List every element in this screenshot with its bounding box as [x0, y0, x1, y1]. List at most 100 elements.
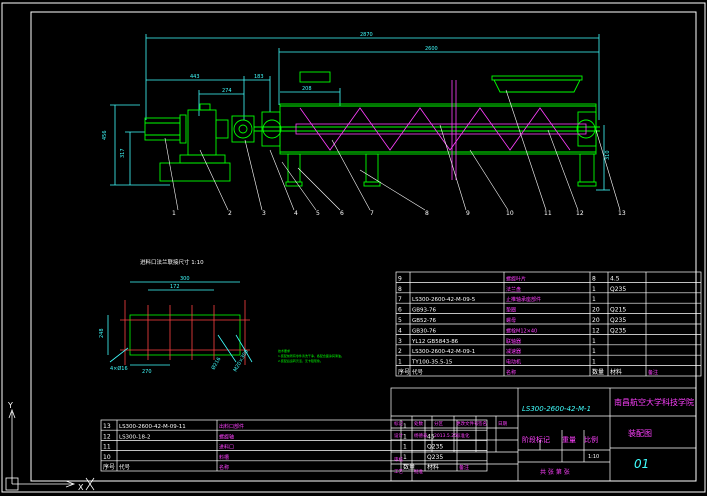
dim-456: 456	[102, 130, 108, 140]
bom-lower-qty-cell: 1	[403, 454, 407, 461]
svg-text:3: 3	[262, 210, 266, 217]
dim-183: 183	[254, 74, 264, 80]
scale-value: 1:10	[588, 454, 599, 460]
bom-upper-name-cell: 法兰盘	[506, 286, 521, 293]
svg-text:11: 11	[544, 210, 552, 217]
bom-upper-name-cell: 垫圈	[506, 307, 516, 314]
ucs-y-label: Y	[7, 401, 13, 410]
bom-upper-code-cell: GB52-76	[412, 318, 437, 324]
svg-text:签名: 签名	[478, 420, 487, 427]
svg-text:5: 5	[316, 210, 320, 217]
bom-lower-no-cell: 序号	[103, 463, 115, 471]
technical-notes: 技术要求 1.装配前所有零件清洗干净，各配合面涂润滑油。 2.装配后运转灵活，无…	[278, 348, 344, 363]
dimension-texts: 2870 2600 443 274 183 208 456 317 310	[102, 32, 611, 160]
ucs-icon	[5, 408, 95, 491]
bom-lower-code-cell: LS300-18-2	[119, 434, 151, 440]
svg-text:2.装配后运转灵活，无卡阻现象。: 2.装配后运转灵活，无卡阻现象。	[278, 358, 323, 363]
institution-name: 南昌航空大学科技学院	[614, 397, 694, 407]
svg-text:300: 300	[180, 276, 190, 282]
dim-overall: 2870	[360, 32, 373, 38]
bom-upper-mat-cell: 材料	[610, 368, 622, 376]
bom-upper-mat-cell: Q235	[610, 286, 626, 293]
svg-text:7: 7	[370, 210, 374, 217]
svg-text:设计: 设计	[394, 432, 403, 439]
svg-text:1: 1	[172, 210, 176, 217]
svg-text:标准化: 标准化	[456, 432, 470, 439]
svg-text:审核: 审核	[394, 456, 403, 463]
screw-conveyor-assembly	[144, 71, 600, 187]
flange-detail-title: 进料口法兰联接尺寸 1:10	[140, 258, 204, 266]
weight-label: 重量	[562, 436, 576, 444]
svg-text:批准: 批准	[414, 468, 423, 475]
bom-lower-mat-cell: 45	[427, 433, 435, 440]
svg-text:1.装配前所有零件清洗干净，各配合面涂润滑油。: 1.装配前所有零件清洗干净，各配合面涂润滑油。	[278, 353, 344, 358]
bom-upper-qty-cell: 12	[592, 327, 600, 334]
bom-lower-qty-cell: 1	[403, 444, 407, 451]
dim-208: 208	[302, 86, 312, 92]
bom-upper-no-cell: 2	[398, 348, 402, 355]
bom-lower-qty-cell: 数量	[403, 463, 415, 471]
screw-flights	[295, 80, 587, 180]
svg-text:杨德泰: 杨德泰	[414, 432, 428, 439]
bom-upper-no-cell: 3	[398, 338, 402, 345]
bom-upper-no-cell: 序号	[398, 368, 410, 376]
bom-lower-code-cell: LS300-2600-42-M-09-11	[119, 424, 186, 430]
flange-detail-view	[107, 281, 253, 366]
bom-upper-name-cell: 螺栓M12×40	[506, 327, 537, 334]
svg-text:4: 4	[294, 210, 298, 217]
title-block	[390, 387, 697, 482]
bom-upper-name-cell: 名称	[506, 369, 516, 376]
dim-317: 317	[120, 148, 126, 158]
bom-upper-name-cell: 联轴器	[506, 338, 521, 345]
balloon-numbers: 1 2 3 4 5 6 7 8 9 10 11 12 13	[172, 210, 626, 217]
bom-upper-qty-cell: 数量	[592, 368, 604, 376]
svg-text:2013.5.25: 2013.5.25	[434, 433, 457, 439]
dim-trough: 2600	[425, 46, 438, 52]
stage-label: 阶段标记	[522, 435, 550, 444]
svg-text:12: 12	[576, 210, 584, 217]
bom-lower-name-cell: 进料口	[219, 444, 234, 451]
svg-text:13: 13	[618, 210, 626, 217]
svg-text:分区: 分区	[434, 420, 443, 427]
svg-text:处数: 处数	[414, 420, 423, 427]
bom-upper-note-cell: 备注	[648, 369, 658, 376]
ucs-x-label: X	[78, 483, 84, 492]
bom-lower-mat-cell: Q235	[427, 444, 443, 451]
svg-text:技术要求: 技术要求	[278, 348, 290, 353]
bom-upper-no-cell: 6	[398, 307, 402, 314]
title-block-text: LS300-2600-42-M-1 南昌航空大学科技学院 装配图 01 阶段标记…	[394, 397, 694, 476]
bom-upper-no-cell: 4	[398, 327, 402, 334]
flange-dim-texts: 300 172 248 270 4×Ø16 Ø216 M20×300	[99, 276, 250, 375]
bom-upper-name-cell: 减速器	[506, 348, 521, 355]
bom-upper-qty-cell: 1	[592, 296, 596, 303]
bom-lower-mat-cell: 材料	[427, 463, 439, 471]
dim-274: 274	[222, 88, 232, 94]
bom-upper-qty-cell: 1	[592, 348, 596, 355]
svg-text:9: 9	[466, 210, 470, 217]
bom-upper-qty-cell: 1	[592, 286, 596, 293]
bom-lower-note-cell: 备注	[459, 464, 469, 471]
svg-text:4×Ø16: 4×Ø16	[110, 365, 128, 372]
bom-upper-mat-cell: 4.5	[610, 275, 620, 282]
bom-upper-no-cell: 1	[398, 359, 402, 366]
dim-443: 443	[190, 74, 200, 80]
bom-lower-code-cell: 代号	[119, 463, 131, 471]
bom-upper-code-cell: LS300-2600-42-M-09-5	[412, 297, 476, 303]
svg-text:10: 10	[506, 210, 514, 217]
svg-text:更改文件号: 更改文件号	[456, 420, 479, 427]
svg-text:172: 172	[170, 284, 180, 290]
bom-upper-qty-cell: 20	[592, 317, 600, 324]
svg-text:270: 270	[142, 369, 152, 375]
sheet-info: 共 张 第 张	[540, 468, 570, 476]
bom-upper-code-cell: YL12 GB5843-86	[411, 339, 459, 345]
svg-text:248: 248	[99, 328, 105, 338]
bom-upper-name-cell: 螺旋叶片	[506, 275, 526, 282]
bom-lower-name-cell: 名称	[219, 464, 229, 471]
svg-text:8: 8	[425, 210, 429, 217]
bom-upper-no-cell: 8	[398, 286, 402, 293]
dimension-lines	[110, 34, 610, 191]
